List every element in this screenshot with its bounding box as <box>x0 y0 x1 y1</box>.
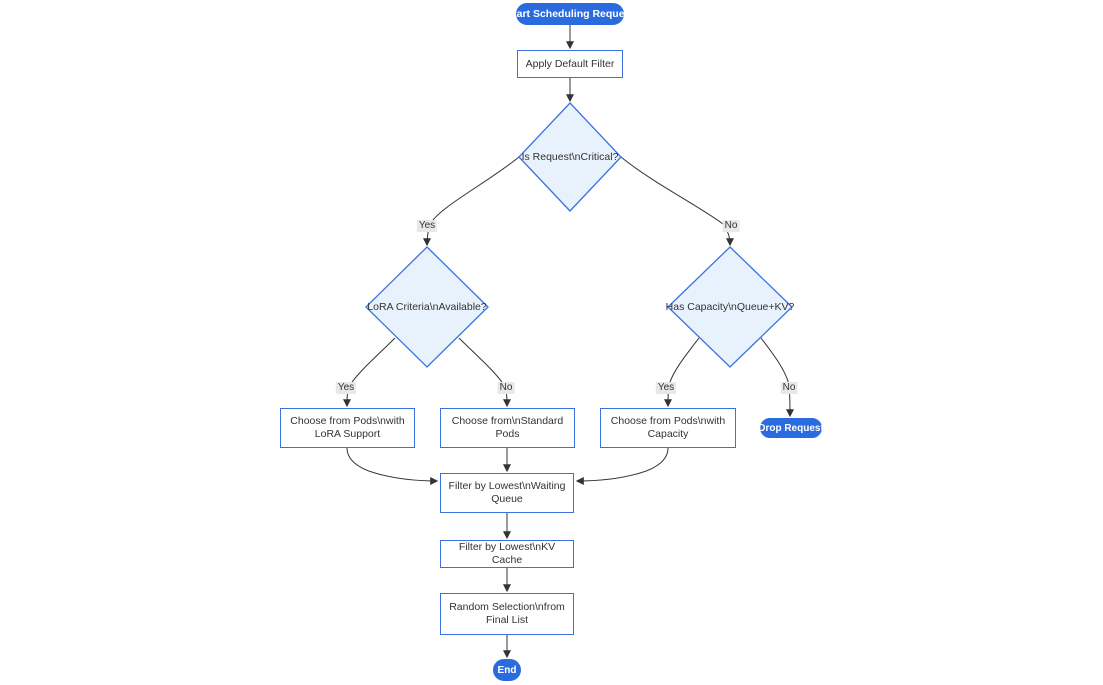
edge-chooselora-to-filterwaiting <box>346 447 439 485</box>
edge-label-lora-no: No <box>497 382 515 394</box>
edge-capacity-no <box>760 337 794 418</box>
node-is-critical-label: Is Request\nCritical? <box>521 151 619 163</box>
node-drop-request-label: Drop Request <box>758 422 824 434</box>
edge-label-critical-no: No <box>722 220 740 232</box>
decision-diamond-has-capacity <box>667 246 793 368</box>
node-choose-capacity-pods-label: Choose from Pods\nwith Capacity <box>610 415 726 440</box>
node-filter-kv-cache-label: Filter by Lowest\nKV Cache <box>458 541 556 566</box>
node-choose-lora-pods: Choose from Pods\nwith LoRA Support <box>280 408 415 448</box>
edge-label-capacity-no: No <box>780 382 798 394</box>
edge-critical-no <box>620 156 734 247</box>
node-apply-default-filter: Apply Default Filter <box>517 50 623 78</box>
node-choose-standard-pods-label: Choose from\nStandard Pods <box>451 415 564 440</box>
node-start-label: Start Scheduling Request <box>506 7 634 20</box>
node-random-selection-label: Random Selection\nfrom Final List <box>449 601 565 626</box>
decision-diamond-lora-available <box>365 246 489 368</box>
node-filter-waiting-queue: Filter by Lowest\nWaiting Queue <box>440 473 574 513</box>
node-start: Start Scheduling Request <box>506 3 634 25</box>
edge-choosecapacity-to-filterwaiting <box>575 447 669 485</box>
node-random-selection: Random Selection\nfrom Final List <box>440 593 574 635</box>
node-apply-default-filter-label: Apply Default Filter <box>525 57 615 70</box>
edge-critical-yes <box>423 156 520 247</box>
decision-diamond-is-critical <box>518 102 622 212</box>
edge-lora-no <box>458 337 511 408</box>
node-end: End <box>493 659 521 681</box>
node-filter-waiting-queue-label: Filter by Lowest\nWaiting Queue <box>448 480 566 505</box>
edge-label-lora-yes: Yes <box>335 382 357 394</box>
edge-lora-yes <box>343 337 396 408</box>
node-filter-kv-cache: Filter by Lowest\nKV Cache <box>440 540 574 568</box>
node-choose-standard-pods: Choose from\nStandard Pods <box>440 408 575 448</box>
node-lora-available-label: LoRA Criteria\nAvailable? <box>367 301 487 313</box>
node-drop-request: Drop Request <box>758 418 824 438</box>
node-has-capacity-label: Has Capacity\nQueue+KV? <box>665 301 795 313</box>
edge-label-critical-yes: Yes <box>416 220 438 232</box>
node-choose-capacity-pods: Choose from Pods\nwith Capacity <box>600 408 736 448</box>
node-choose-lora-pods-label: Choose from Pods\nwith LoRA Support <box>290 415 405 440</box>
edge-label-capacity-yes: Yes <box>655 382 677 394</box>
node-end-label: End <box>497 664 517 676</box>
edge-capacity-yes <box>664 337 700 408</box>
